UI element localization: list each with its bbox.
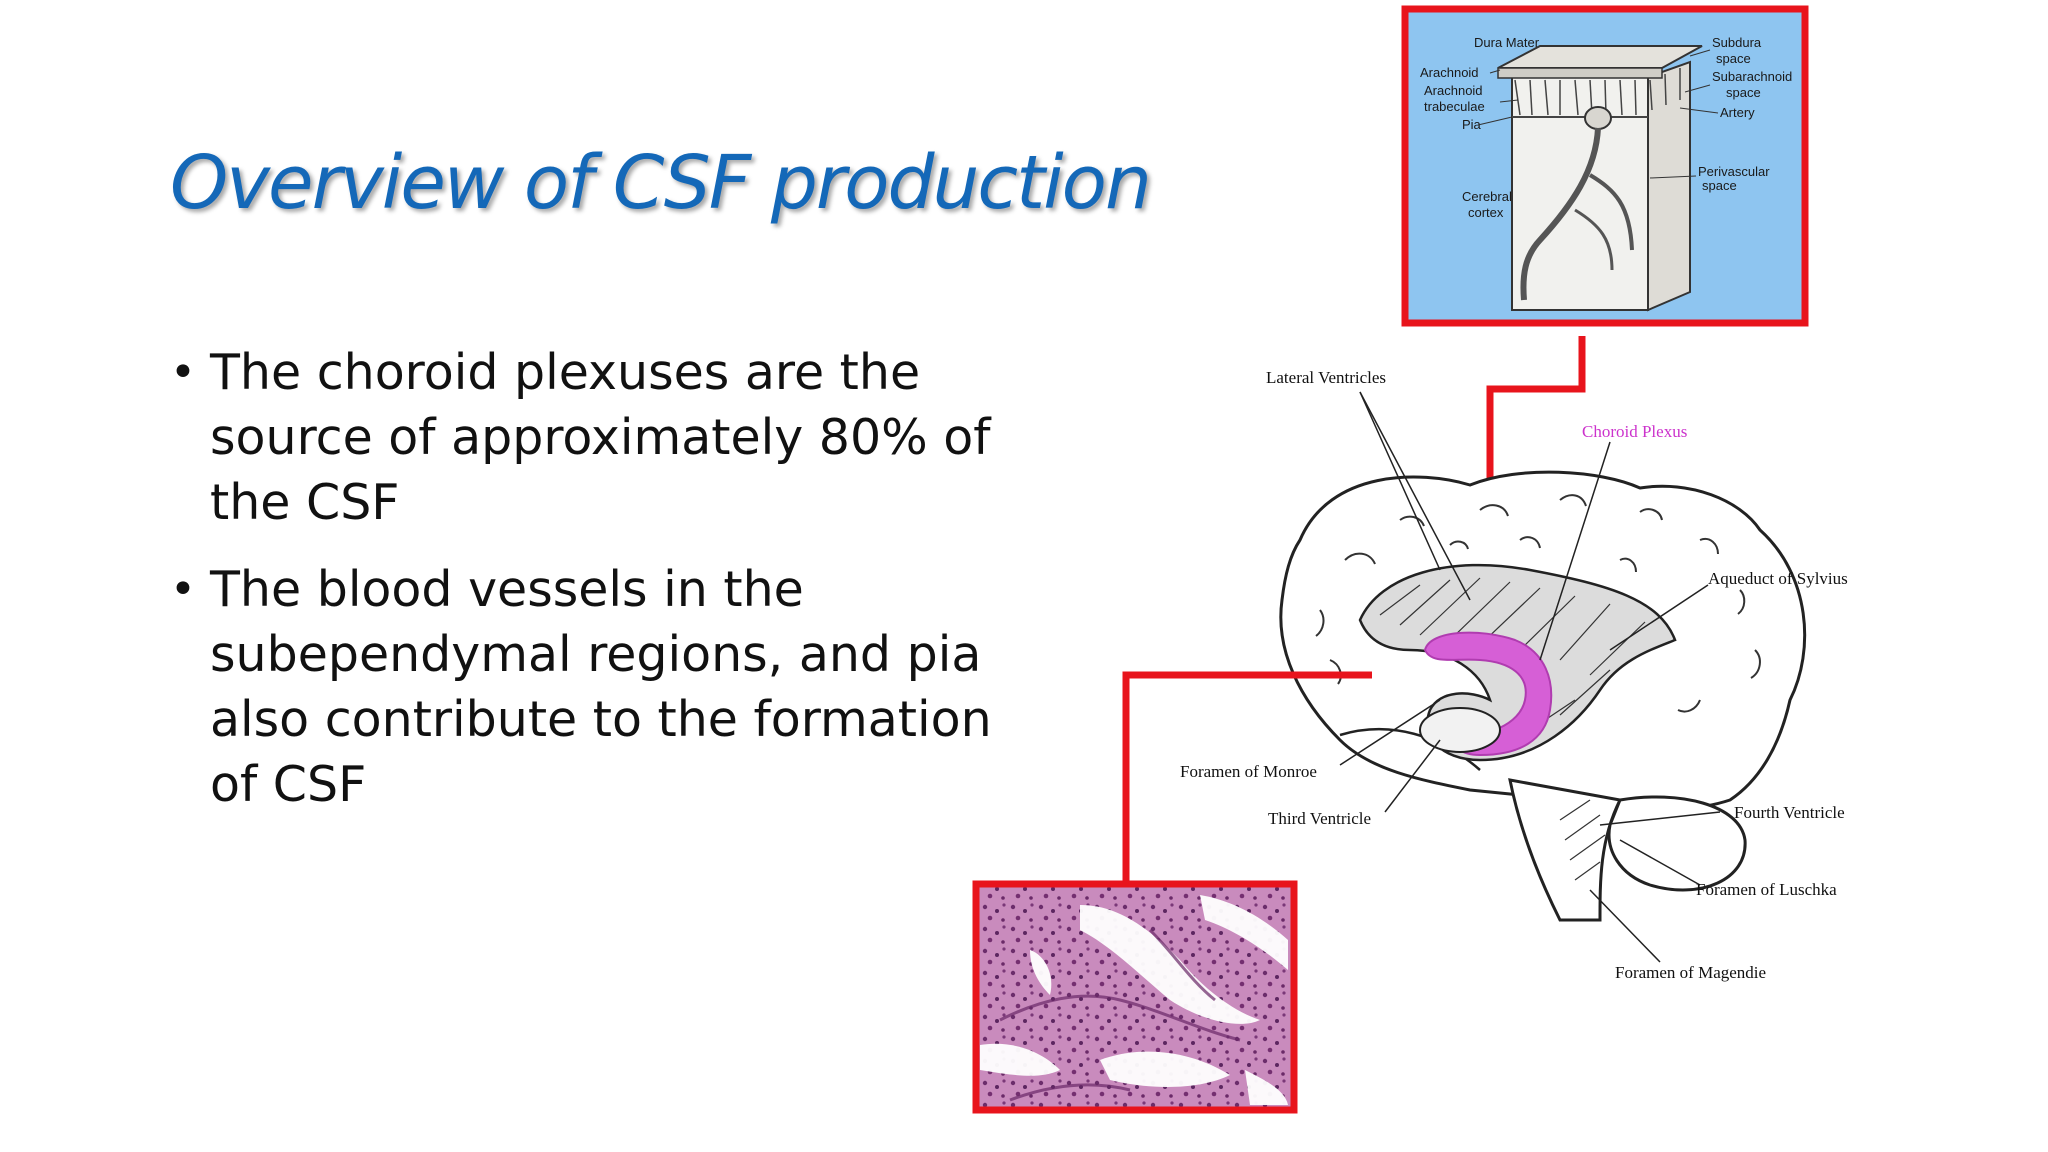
brainstem xyxy=(1508,778,1623,922)
bullet-item: • The blood vessels in the subependymal … xyxy=(170,557,1030,817)
histology-lumens xyxy=(980,895,1288,1105)
brain-figure: Lateral Ventricles Choroid Plexus Aquedu… xyxy=(1180,368,1848,982)
trabeculae-strands xyxy=(1514,68,1681,116)
label-foramen-of-luschka: Foramen of Luschka xyxy=(1696,880,1837,899)
label-arachnoid-trabeculae-line2: trabeculae xyxy=(1424,99,1485,114)
bullet-list: • The choroid plexuses are the source of… xyxy=(170,340,1030,839)
label-perivascular-space-line1: Perivascular xyxy=(1698,164,1770,179)
label-lateral-ventricles: Lateral Ventricles xyxy=(1266,368,1386,387)
connector-meninges xyxy=(1486,336,1586,490)
label-choroid-plexus: Choroid Plexus xyxy=(1582,422,1687,441)
bullet-item: • The choroid plexuses are the source of… xyxy=(170,340,1030,535)
artery-branch xyxy=(1588,173,1634,251)
label-artery: Artery xyxy=(1720,105,1755,120)
histology-figure xyxy=(972,880,1298,1114)
label-cerebral-cortex-line2: cortex xyxy=(1468,205,1504,220)
cortex-block-side xyxy=(1647,60,1691,312)
third-ventricle xyxy=(1419,707,1501,753)
meninges-leader-lines xyxy=(1477,49,1719,179)
label-pia: Pia xyxy=(1462,117,1482,132)
bullet-dot: • xyxy=(170,564,196,615)
label-foramen-of-magendie: Foramen of Magendie xyxy=(1615,963,1766,982)
bullet-text: The blood vessels in the subependymal re… xyxy=(210,561,992,813)
fourth-ventricle-hatching xyxy=(1559,799,1606,881)
label-arachnoid-trabeculae-line1: Arachnoid xyxy=(1424,83,1483,98)
slide-title: Overview of CSF production xyxy=(170,140,1152,226)
label-foramen-of-monroe: Foramen of Monroe xyxy=(1180,762,1317,781)
artery-branch xyxy=(1574,208,1614,271)
penetrating-artery xyxy=(1520,127,1601,301)
label-aqueduct-of-sylvius: Aqueduct of Sylvius xyxy=(1708,569,1848,588)
connector-histology xyxy=(1122,671,1372,885)
brain-leader-lines xyxy=(1339,391,1721,963)
label-perivascular-space-line2: space xyxy=(1702,178,1737,193)
label-subarachnoid-space-line2: space xyxy=(1726,85,1761,100)
label-fourth-ventricle: Fourth Ventricle xyxy=(1734,803,1845,822)
cerebellum xyxy=(1607,795,1747,892)
label-subdural-space-line2: space xyxy=(1716,51,1751,66)
bullet-dot: • xyxy=(170,347,196,398)
label-third-ventricle: Third Ventricle xyxy=(1268,809,1371,828)
meninges-figure: Dura Mater Arachnoid Arachnoid trabecula… xyxy=(1401,5,1809,327)
label-subarachnoid-space-line1: Subarachnoid xyxy=(1712,69,1792,84)
label-cerebral-cortex-line1: Cerebral xyxy=(1462,189,1512,204)
label-subdural-space-line1: Subdura xyxy=(1712,35,1762,50)
label-dura-mater: Dura Mater xyxy=(1474,35,1540,50)
histology-fronds xyxy=(999,928,1241,1102)
label-arachnoid: Arachnoid xyxy=(1420,65,1479,80)
artery-cross-section xyxy=(1584,106,1612,130)
dura-edge xyxy=(1497,67,1663,79)
gyri xyxy=(1315,494,1761,713)
bullet-text: The choroid plexuses are the source of a… xyxy=(210,344,991,531)
